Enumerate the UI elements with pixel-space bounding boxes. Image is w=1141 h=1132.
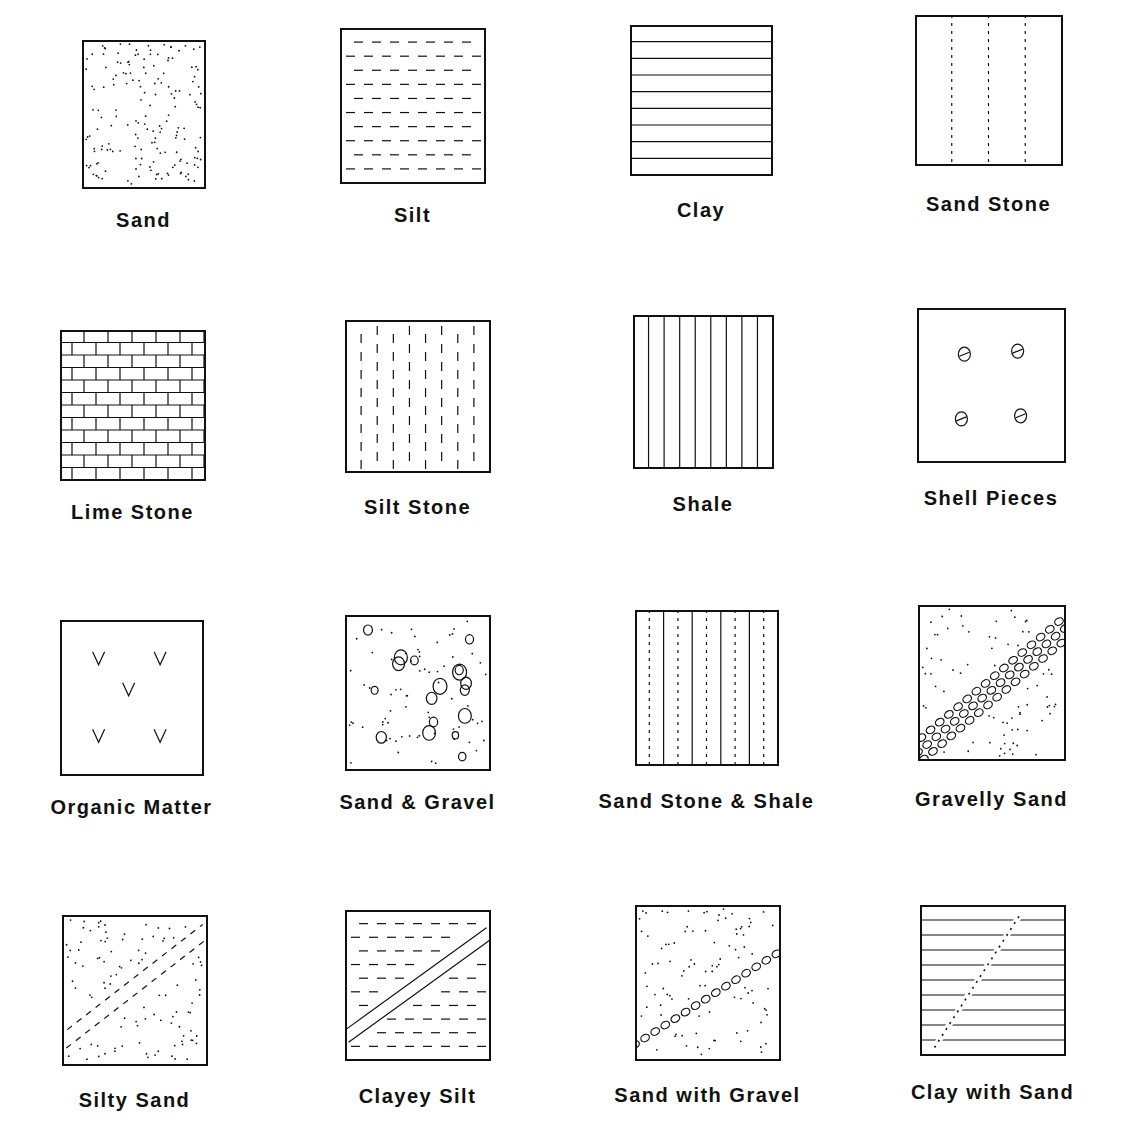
hatch-swatch: Silt Stone: [345, 320, 490, 472]
pattern-label: Silt: [392, 204, 433, 227]
pattern-label: Shale: [671, 493, 736, 516]
hatch-pattern: [633, 315, 775, 470]
hatch-pattern: [345, 910, 492, 1062]
hatch-pattern: [915, 15, 1064, 167]
hatch-swatch: Organic Matter: [60, 620, 203, 775]
hatch-swatch: Sand with Gravel: [635, 905, 780, 1060]
pattern-label: Clayey Silt: [357, 1085, 479, 1108]
hatch-pattern: [345, 320, 492, 474]
pattern-label: Gravelly Sand: [913, 788, 1070, 811]
hatch-pattern: [60, 330, 207, 482]
hatch-swatch: Clay: [630, 25, 772, 175]
hatch-pattern: [345, 615, 492, 772]
hatch-pattern: [340, 28, 487, 185]
hatch-swatch: Sand Stone: [915, 15, 1062, 165]
hatch-swatch: Shell Pieces: [917, 308, 1065, 462]
hatch-swatch: Clay with Sand: [920, 905, 1065, 1055]
hatch-pattern: [62, 915, 209, 1067]
hatch-swatch: Clayey Silt: [345, 910, 490, 1060]
hatch-pattern: [917, 308, 1067, 464]
hatch-pattern: [918, 605, 1067, 762]
pattern-label: Clay: [675, 199, 727, 222]
pattern-label: Sand Stone: [924, 193, 1053, 216]
hatch-pattern: [630, 25, 774, 177]
hatch-pattern: [635, 610, 780, 767]
pattern-label: Shell Pieces: [922, 487, 1061, 510]
pattern-label: Lime Stone: [69, 501, 196, 524]
hatch-swatch: Gravelly Sand: [918, 605, 1065, 760]
hatch-swatch: Sand & Gravel: [345, 615, 490, 770]
pattern-label: Clay with Sand: [909, 1081, 1076, 1104]
pattern-label: Sand Stone & Shale: [597, 790, 817, 813]
hatch-swatch: Silty Sand: [62, 915, 207, 1065]
hatch-swatch: Shale: [633, 315, 773, 468]
hatch-pattern: [82, 40, 207, 190]
pattern-label: Organic Matter: [48, 796, 214, 819]
pattern-label: Silt Stone: [362, 496, 473, 519]
hatch-swatch: Sand Stone & Shale: [635, 610, 778, 765]
hatch-pattern: [635, 905, 782, 1062]
hatch-pattern: [60, 620, 205, 777]
pattern-label: Silty Sand: [77, 1089, 193, 1112]
hatch-swatch: Lime Stone: [60, 330, 205, 480]
hatch-swatch: Sand: [82, 40, 205, 188]
pattern-label: Sand with Gravel: [612, 1084, 802, 1107]
pattern-label: Sand & Gravel: [337, 791, 497, 814]
pattern-label: Sand: [114, 209, 173, 232]
hatch-swatch: Silt: [340, 28, 485, 183]
hatch-pattern: [920, 905, 1067, 1057]
